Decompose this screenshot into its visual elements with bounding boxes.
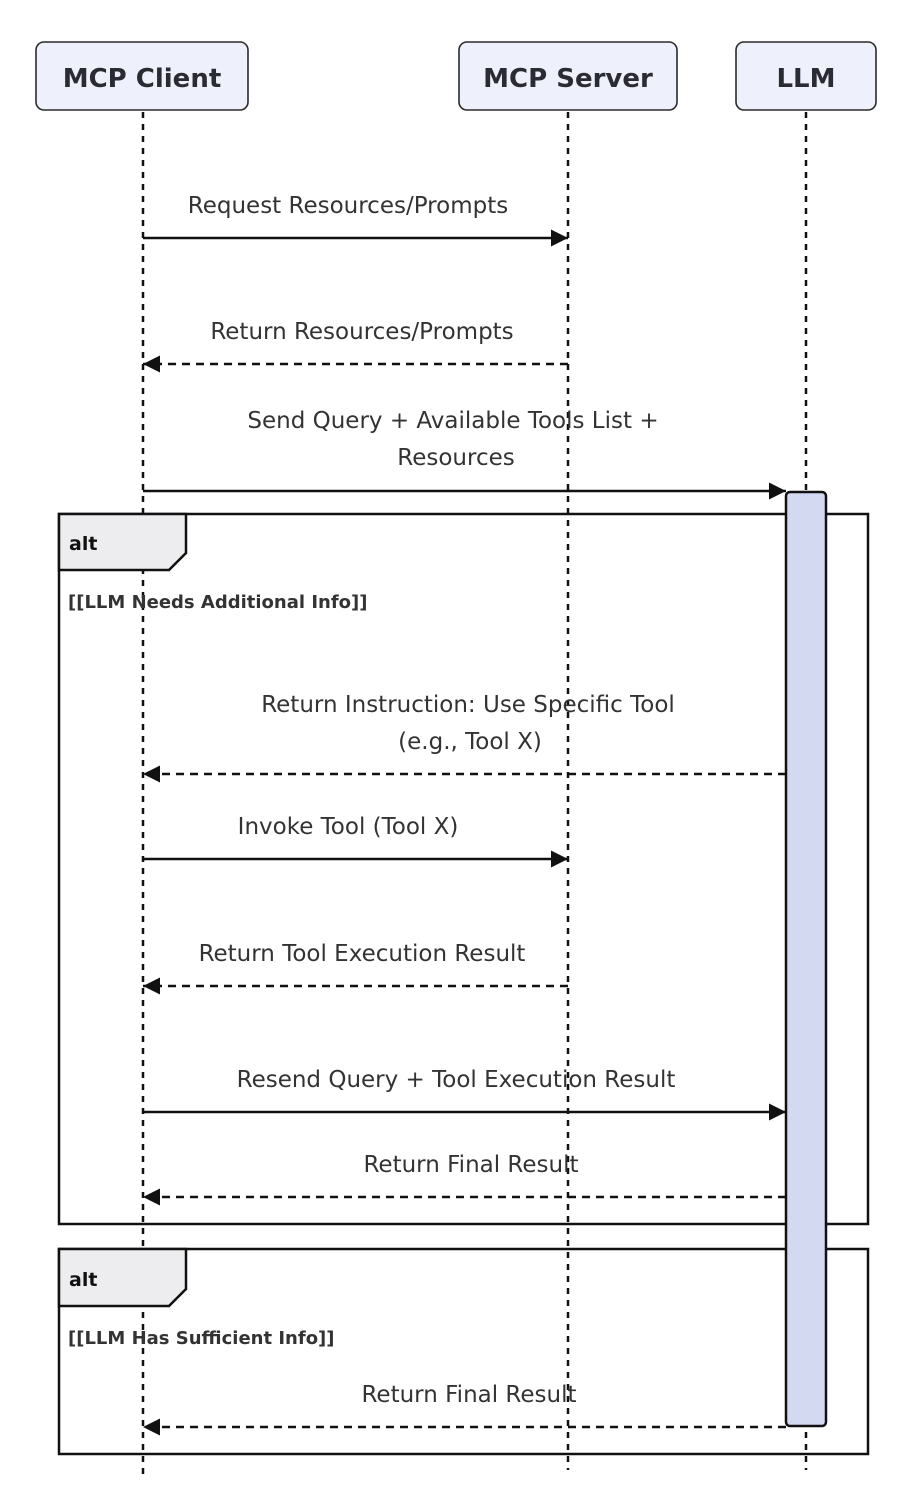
alt-label-1: alt xyxy=(69,533,97,555)
message-3: Send Query + Available Tools List + Reso… xyxy=(143,408,786,500)
message-5-label: Invoke Tool (Tool X) xyxy=(238,814,459,840)
message-4-label-line1: Return Instruction: Use Specific Tool xyxy=(261,692,675,718)
participant-client: MCP Client xyxy=(35,41,249,111)
message-8: Return Final Result xyxy=(143,1152,786,1206)
alt-fragment-1: alt [[LLM Needs Additional Info]] xyxy=(57,512,870,1226)
message-6-label: Return Tool Execution Result xyxy=(199,941,526,967)
message-8-label: Return Final Result xyxy=(363,1152,578,1178)
message-2-label: Return Resources/Prompts xyxy=(210,319,513,345)
message-4: Return Instruction: Use Specific Tool (e… xyxy=(143,692,786,783)
message-7-label: Resend Query + Tool Execution Result xyxy=(237,1067,676,1093)
message-7: Resend Query + Tool Execution Result xyxy=(143,1067,786,1121)
message-9: Return Final Result xyxy=(143,1382,786,1436)
message-1: Request Resources/Prompts xyxy=(143,193,568,247)
alt-label-2: alt xyxy=(69,1269,97,1291)
message-5: Invoke Tool (Tool X) xyxy=(143,814,568,868)
participant-llm-label: LLM xyxy=(776,64,835,94)
llm-activation-bar xyxy=(784,490,828,1428)
message-3-label-line1: Send Query + Available Tools List + xyxy=(247,408,658,434)
alt-condition-2: [[LLM Has Sufficient Info]] xyxy=(68,1328,335,1349)
message-4-label-line2: (e.g., Tool X) xyxy=(398,729,542,755)
alt-fragment-2: alt [[LLM Has Sufficient Info]] xyxy=(57,1247,870,1456)
alt-frame-1 xyxy=(57,512,870,1226)
participant-client-label: MCP Client xyxy=(63,64,222,94)
message-2: Return Resources/Prompts xyxy=(143,319,568,373)
alt-frame-2 xyxy=(57,1247,870,1456)
alt-condition-1: [[LLM Needs Additional Info]] xyxy=(68,592,368,613)
message-9-label: Return Final Result xyxy=(361,1382,576,1408)
alt-tab-1 xyxy=(57,512,188,572)
message-3-label-line2: Resources xyxy=(397,445,514,471)
participant-server: MCP Server xyxy=(458,41,678,111)
message-1-label: Request Resources/Prompts xyxy=(188,193,508,219)
participant-server-label: MCP Server xyxy=(483,64,653,94)
participant-llm: LLM xyxy=(735,41,877,111)
alt-tab-2 xyxy=(57,1247,188,1308)
message-6: Return Tool Execution Result xyxy=(143,941,568,995)
